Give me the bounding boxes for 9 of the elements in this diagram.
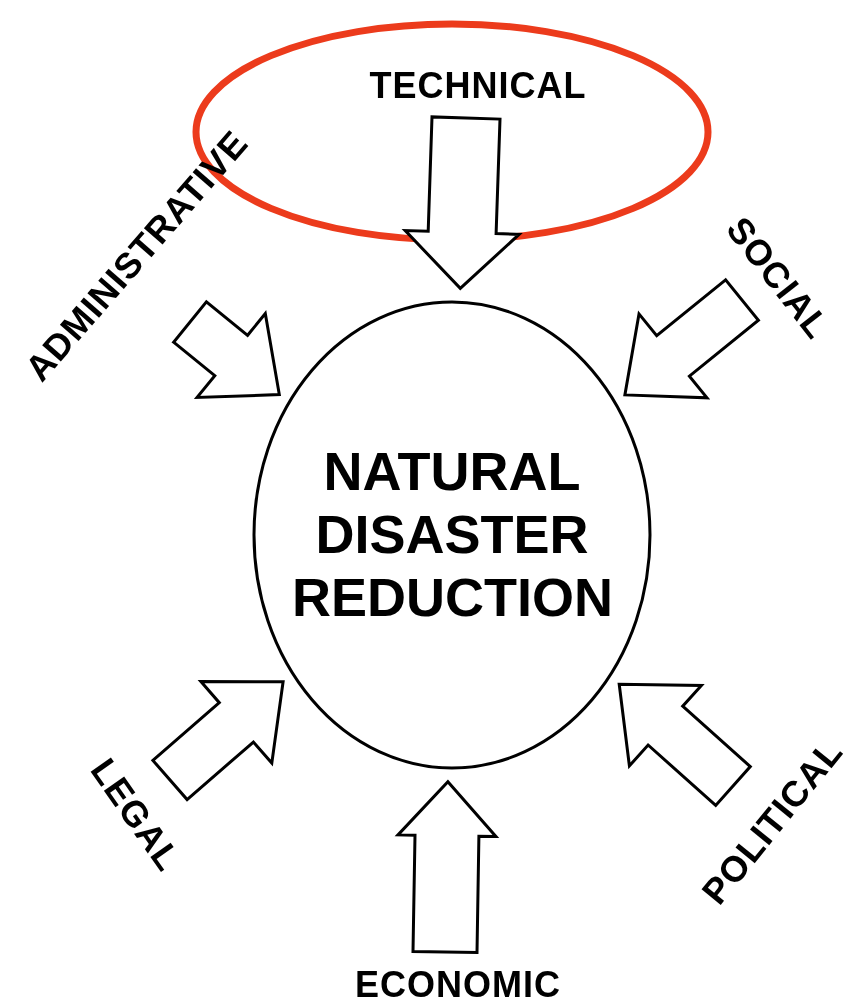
category-label: TECHNICAL (369, 68, 587, 104)
block-arrow (617, 682, 753, 808)
block-arrow (171, 299, 282, 399)
block-arrow (401, 115, 523, 291)
block-arrow (150, 680, 285, 802)
node-label: NATURAL DISASTER REDUCTION (291, 440, 614, 630)
block-arrow (623, 277, 761, 400)
category-label: ECONOMIC (355, 967, 561, 1003)
block-arrow (394, 779, 500, 955)
